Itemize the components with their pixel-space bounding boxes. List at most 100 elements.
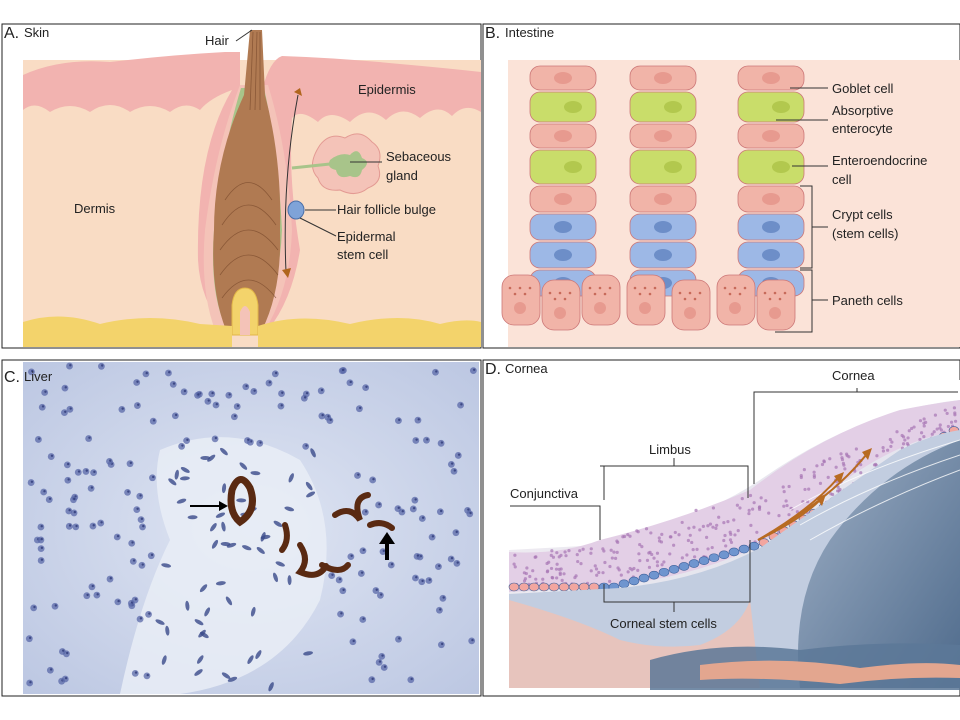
epithelial-cell <box>660 532 664 537</box>
nucleus <box>165 625 170 636</box>
nucleolus <box>362 617 365 620</box>
epithelial-cell <box>845 454 849 458</box>
epithelial-cell <box>723 533 727 538</box>
epithelial-cell <box>889 444 893 449</box>
goblet-cell <box>529 91 597 123</box>
stem-leader <box>299 217 337 237</box>
epithelial-cell <box>922 424 926 428</box>
cell-nucleus <box>554 307 566 319</box>
nucleolus <box>50 454 54 457</box>
epithelial-cell <box>685 553 689 557</box>
epithelial-cell <box>525 566 529 570</box>
nucleolus <box>390 563 394 566</box>
paneth-granule <box>633 286 637 290</box>
epithelial-cell <box>859 463 863 467</box>
epithelial-cell <box>594 567 599 571</box>
cell-nucleus <box>769 307 781 319</box>
epithelial-cell <box>693 555 697 559</box>
nucleolus <box>211 391 214 395</box>
epithelial-cell <box>757 507 762 511</box>
epithelial-cell <box>895 430 899 434</box>
nucleolus <box>183 389 187 393</box>
nucleolus <box>372 477 375 481</box>
nucleolus <box>416 554 420 557</box>
epithelial-cell <box>555 576 559 580</box>
epithelial-cell <box>637 552 641 556</box>
limbal-stem-cell <box>698 556 710 565</box>
nucleolus <box>68 508 71 512</box>
limbal-stem-cell <box>638 573 650 583</box>
cell-nucleus <box>772 101 790 113</box>
nucleolus <box>439 509 443 513</box>
nucleolus <box>435 370 438 373</box>
epithelial-cell <box>875 454 879 458</box>
epithelial-cell <box>589 569 593 573</box>
epithelial-cell <box>522 579 527 583</box>
nucleus <box>185 600 190 611</box>
epithelial-cell <box>613 556 618 560</box>
nucleolus <box>338 577 342 581</box>
nucleolus <box>460 403 463 406</box>
epithelial-cell <box>749 523 753 527</box>
nucleolus <box>349 380 352 384</box>
nucleus <box>180 467 190 473</box>
epithelial-cell <box>812 470 816 474</box>
nucleolus <box>305 391 309 395</box>
nucleus <box>221 672 231 679</box>
epithelial-cell <box>782 490 786 494</box>
label-conjunctiva: Conjunctiva <box>510 486 579 501</box>
epithelial-cell <box>686 538 691 543</box>
nucleolus <box>117 599 120 603</box>
epithelial-cell <box>752 501 756 505</box>
nucleolus <box>43 490 46 493</box>
nucleus <box>241 545 252 551</box>
epithelial-cell <box>657 539 662 543</box>
epithelial-cell <box>787 513 791 517</box>
epithelial-cell <box>691 548 695 552</box>
nucleolus <box>152 475 155 479</box>
nucleus <box>197 655 204 664</box>
nucleus <box>221 483 227 494</box>
cell-nucleus <box>664 161 682 173</box>
epithelial-cell <box>854 447 858 451</box>
nucleolus <box>371 677 374 681</box>
nucleolus <box>414 498 417 501</box>
nucleus <box>220 447 228 456</box>
paneth-granule <box>738 292 742 296</box>
epithelial-cell <box>953 419 958 423</box>
epithelial-cell <box>589 547 593 551</box>
goblet-cell <box>737 149 805 185</box>
paneth-granule <box>773 291 777 295</box>
epithelial-cell <box>859 471 863 475</box>
nucleus <box>268 682 274 692</box>
epithelial-cell <box>930 432 934 436</box>
nucleolus <box>31 369 34 373</box>
nucleolus <box>350 554 353 558</box>
paneth-granule <box>553 297 557 301</box>
epithelial-cell <box>695 547 699 551</box>
epithelial-cell <box>555 551 559 555</box>
epithelial-cell <box>534 555 538 559</box>
epithelial-cell <box>603 560 607 565</box>
goblet-cell <box>629 149 697 185</box>
nucleolus <box>64 410 67 414</box>
thick-arrow-head <box>379 532 395 544</box>
cell-nucleus <box>554 193 572 205</box>
cell-nucleus <box>554 130 572 142</box>
nucleolus <box>331 573 334 576</box>
nucleus <box>255 650 262 659</box>
nucleolus <box>136 507 139 510</box>
nucleolus <box>342 588 345 592</box>
label-stem-1: Epidermal <box>337 229 396 244</box>
hair-leader <box>235 29 253 42</box>
nucleus <box>305 481 313 491</box>
epithelial-cell <box>918 437 922 442</box>
nucleolus <box>29 681 32 684</box>
label-limbus: Limbus <box>649 442 691 457</box>
stroma-lamellae <box>789 439 960 541</box>
nucleus <box>226 542 237 548</box>
epithelial-cell <box>562 572 566 576</box>
nucleus <box>198 629 206 638</box>
nucleolus <box>66 462 70 466</box>
epithelial-cell <box>802 468 806 472</box>
